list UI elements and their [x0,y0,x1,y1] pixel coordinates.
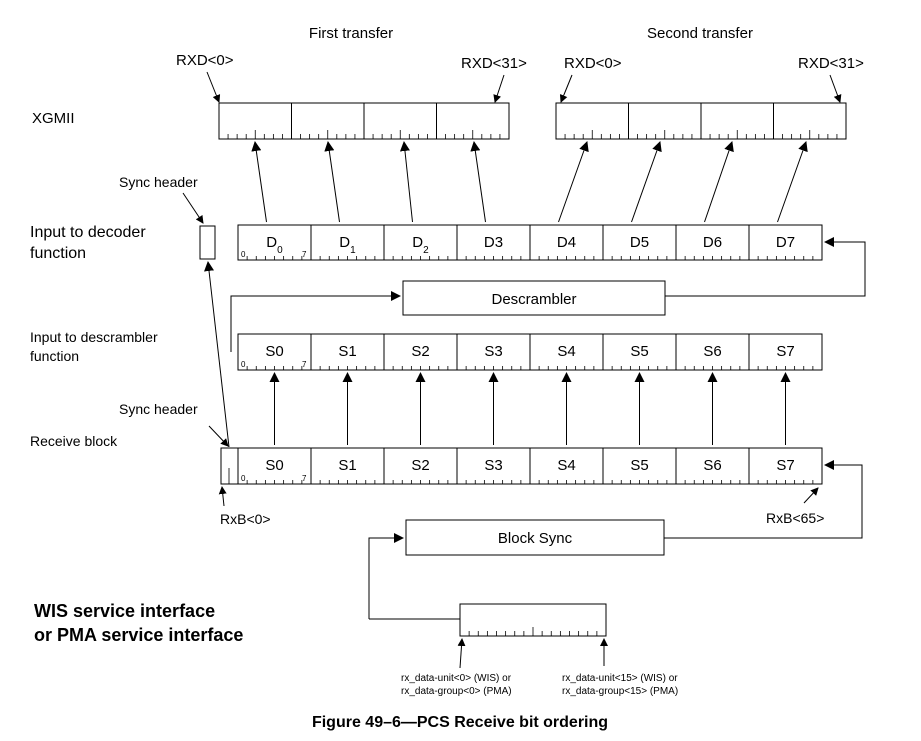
xgmii-second-transfer-register [555,102,847,140]
rxb65-pointer [803,487,819,504]
input-descrambler-label-line1: Input to descrambler [30,329,158,345]
rxd0-label-second: RXD<0> [564,55,622,72]
decoder-to-xgmii-arrow-6 [704,141,734,223]
descrambler-cell-5: S5 [630,343,648,360]
receive-bit0-mark: 0 [241,474,246,483]
block-sync-label: Block Sync [498,530,573,547]
descrambler-input-path [230,291,401,352]
xgmii-label: XGMII [32,110,75,127]
rxb0-pointer [218,486,227,507]
rxd31-label-first: RXD<31> [461,55,527,72]
descrambler-cell-0: S0 [265,343,283,360]
receive-bit7-mark: 7 [302,474,307,483]
decoder-bit0-mark: 0 [241,250,246,259]
rxd0-label-first: RXD<0> [176,52,234,69]
descrambler-box [402,280,666,316]
rxd31-first-pointer [493,74,505,103]
decoder-cell-4: D4 [557,234,576,251]
sync-header-path [204,261,230,448]
descrambler-cell-7: S7 [776,343,794,360]
decoder-sync-header-box [199,225,216,260]
first-transfer-label: First transfer [309,25,393,42]
receive-cell-5: S5 [630,457,648,474]
receive-block-register: S0 S1 S2 S3 S4 S5 S6 S7 0 7 [220,447,823,485]
second-transfer-label: Second transfer [647,25,753,42]
descrambler-cell-6: S6 [703,343,721,360]
receive-to-descrambler-arrows [269,372,791,445]
decoder-cell-7: D7 [776,234,795,251]
decoder-to-xgmii-arrow-7 [777,141,808,223]
sync-header-pointer-decoder [182,192,204,224]
rx-data-unit-register [459,603,607,637]
descrambler-bit7-mark: 7 [302,360,307,369]
wis-service-interface-label: WIS service interface [34,601,215,621]
input-decoder-label-line1: Input to decoder [30,224,146,241]
receive-cell-3: S3 [484,457,502,474]
descrambler-cell-4: S4 [557,343,575,360]
decoder-to-xgmii-arrows [251,141,808,223]
descrambler-bit0-mark: 0 [241,360,246,369]
decoder-to-xgmii-arrow-1 [324,141,340,223]
decoder-bit7-mark: 7 [302,250,307,259]
figure-caption: Figure 49–6—PCS Receive bit ordering [312,714,608,731]
block-sync-output-path [664,460,863,539]
rxd0-second-pointer [559,74,573,103]
pma-service-interface-label: or PMA service interface [34,625,243,645]
sync-header-pointer-receive [208,425,229,447]
input-decoder-label-line2: function [30,245,86,262]
rx-data-unit0-pointer [457,638,466,669]
receive-cell-2: S2 [411,457,429,474]
receive-block-label: Receive block [30,433,118,449]
rx-data-unit15-label-line2: rx_data-group<15> (PMA) [562,686,678,697]
rxb65-label: RxB<65> [766,510,824,526]
sync-header-label-decoder: Sync header [119,174,198,190]
rx-data-unit0-label-line1: rx_data-unit<0> (WIS) or [401,673,512,684]
rxb0-label: RxB<0> [220,511,271,527]
rx-data-unit0-label-line2: rx_data-group<0> (PMA) [401,686,512,697]
receive-cell-1: S1 [338,457,356,474]
decoder-cell-5: D5 [630,234,649,251]
decoder-cell-3: D3 [484,234,503,251]
decoder-to-xgmii-arrow-5 [631,141,662,223]
xgmii-first-transfer-register [218,102,510,140]
rxd31-second-pointer [829,74,842,103]
descrambler-cell-1: S1 [338,343,356,360]
decoder-to-xgmii-arrow-2 [399,141,413,223]
sync-header-label-receive: Sync header [119,401,198,417]
receive-cell-4: S4 [557,457,575,474]
decoder-to-xgmii-arrow-0 [251,141,267,223]
descrambler-cell-2: S2 [411,343,429,360]
rx-data-unit15-label-line1: rx_data-unit<15> (WIS) or [562,673,678,684]
descrambler-input-register: S0 S1 S2 S3 S4 S5 S6 S7 0 7 [237,333,823,371]
rxd0-first-pointer [206,71,221,103]
descrambler-cell-3: S3 [484,343,502,360]
descrambler-label: Descrambler [491,291,576,308]
decoder-to-xgmii-arrow-3 [470,141,486,223]
descrambler-output-path [665,237,866,297]
block-sync-box [405,519,665,556]
receive-cell-6: S6 [703,457,721,474]
receive-cell-7: S7 [776,457,794,474]
rxd31-label-second: RXD<31> [798,55,864,72]
decoder-to-xgmii-arrow-4 [558,141,589,223]
decoder-cell-6: D6 [703,234,722,251]
input-descrambler-label-line2: function [30,348,79,364]
receive-cell-0: S0 [265,457,283,474]
block-sync-input-path [368,533,404,619]
